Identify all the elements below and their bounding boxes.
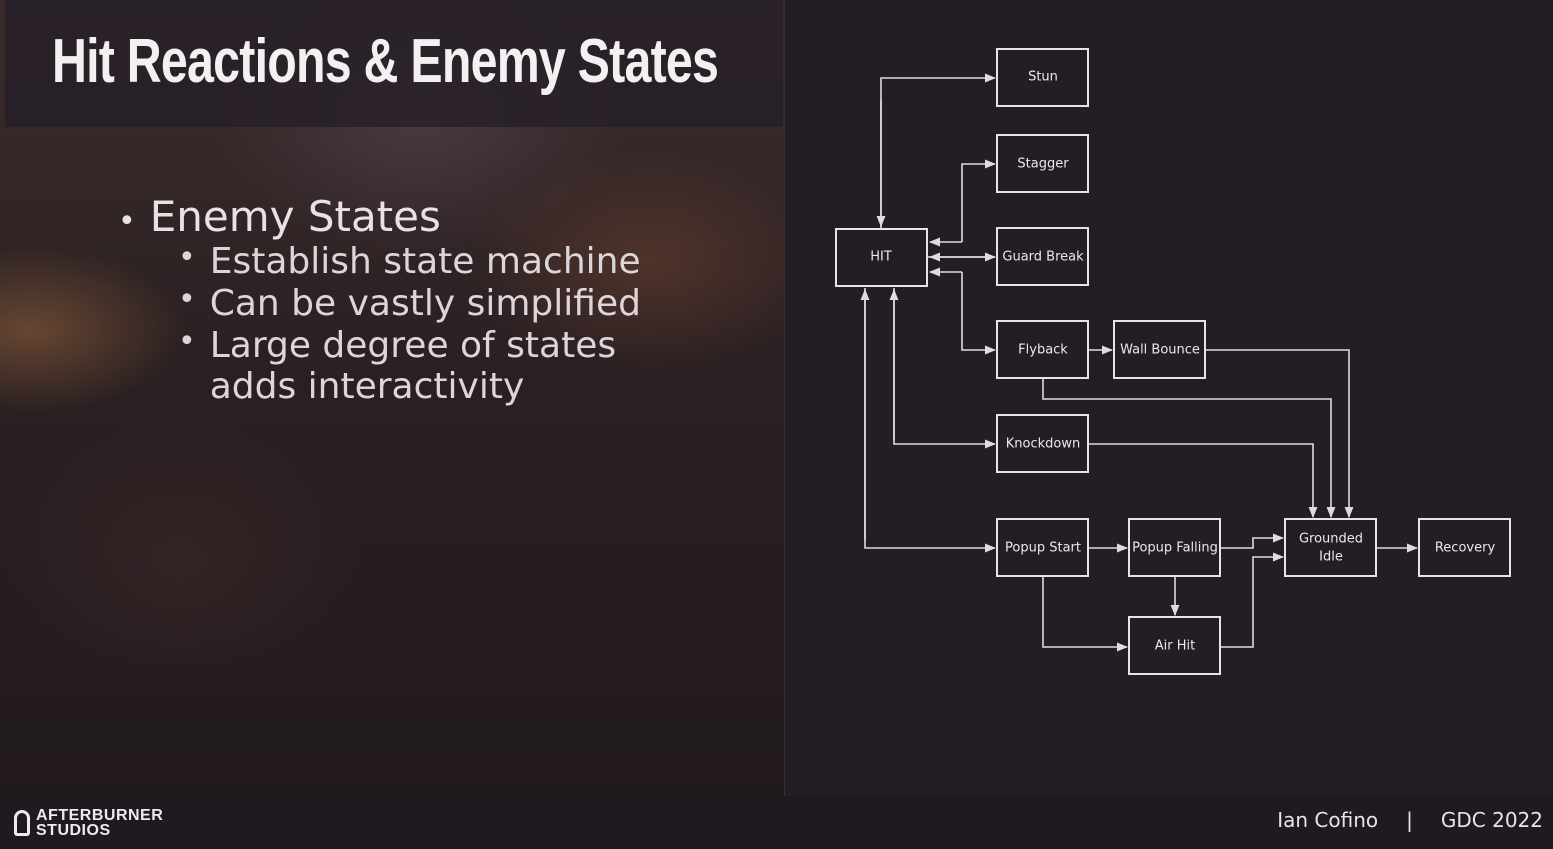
sub-bullet-text: Can be vastly simplified <box>209 282 641 324</box>
edge-hit-flyback <box>961 272 997 355</box>
bullet-main: • Enemy States <box>118 192 670 241</box>
footer-credits: Ian Cofino | GDC 2022 <box>1277 808 1543 832</box>
slide-left-panel: Hit Reactions & Enemy States • Enemy Sta… <box>0 0 784 796</box>
node-guard-break: Guard Break <box>996 227 1089 286</box>
edge-hit-popupstart <box>864 288 997 553</box>
node-air-hit: Air Hit <box>1128 616 1221 675</box>
sub-bullet: • Can be vastly simplified <box>178 281 670 325</box>
logo-text: AFTERBURNER STUDIOS <box>36 807 164 839</box>
node-flyback-label: Flyback <box>1018 343 1068 358</box>
node-popup-falling: Popup Falling <box>1128 518 1221 577</box>
slide-title: Hit Reactions & Enemy States <box>52 27 719 96</box>
node-popup-start-label: Popup Start <box>1005 541 1081 556</box>
node-popup-falling-label: Popup Falling <box>1132 541 1218 556</box>
edge-airhit-grounded <box>1221 552 1285 648</box>
edge-hit-stun <box>880 73 997 229</box>
sub-bullet: • Large degree of states adds interactiv… <box>178 323 670 409</box>
edge-hit-knockdown <box>893 288 997 449</box>
node-flyback: Flyback <box>996 320 1089 379</box>
footer-separator: | <box>1406 808 1413 832</box>
node-wall-bounce: Wall Bounce <box>1113 320 1206 379</box>
edge-popupfalling-grounded <box>1221 533 1285 549</box>
bullet-main-text: Enemy States <box>149 192 441 241</box>
node-grounded-idle-label-line2: Idle <box>1319 550 1343 565</box>
sub-bullet-text: Establish state machine <box>209 241 641 282</box>
diagram-panel <box>784 0 1553 796</box>
node-grounded-idle-label-line1: Grounded <box>1299 532 1363 547</box>
edge-wallbounce-grounded <box>1206 349 1354 519</box>
node-grounded-idle: Grounded Idle <box>1284 518 1377 577</box>
node-stun: Stun <box>996 48 1089 107</box>
edge-hit-stagger <box>961 159 997 242</box>
node-knockdown-label: Knockdown <box>1006 437 1080 452</box>
afterburner-logo: AFTERBURNER STUDIOS <box>14 807 164 839</box>
bullet-dot: • <box>178 240 196 275</box>
node-knockdown: Knockdown <box>996 414 1089 473</box>
logo-line2: STUDIOS <box>36 822 111 839</box>
bullet-dot: • <box>178 281 196 317</box>
sub-bullet-text: Large degree of states adds interactivit… <box>209 324 617 408</box>
node-stun-label: Stun <box>1028 70 1058 85</box>
node-guard-break-label: Guard Break <box>1002 250 1084 265</box>
node-recovery: Recovery <box>1418 518 1511 577</box>
node-stagger-label: Stagger <box>1017 157 1069 172</box>
bullet-list: • Enemy States • Establish state machine… <box>118 192 670 408</box>
logo-line1: AFTERBURNER <box>36 807 164 824</box>
title-bar <box>5 0 783 127</box>
node-hit-label: HIT <box>870 250 892 265</box>
node-air-hit-label: Air Hit <box>1155 639 1195 654</box>
node-wall-bounce-label: Wall Bounce <box>1120 343 1200 358</box>
edge-knockdown-grounded <box>1089 443 1318 519</box>
event-name: GDC 2022 <box>1440 808 1543 832</box>
node-recovery-label: Recovery <box>1435 541 1496 556</box>
state-machine-diagram: HIT Stun Stagger Guard Break Flyback Wal… <box>835 48 1511 675</box>
node-hit: HIT <box>835 228 928 287</box>
node-popup-start: Popup Start <box>996 518 1089 577</box>
presenter-name: Ian Cofino <box>1277 808 1379 832</box>
bullet-dot: • <box>178 323 196 359</box>
bullet-dot: • <box>118 204 136 239</box>
sub-bullet: • Establish state machine <box>178 240 670 283</box>
footer-bar <box>0 796 1553 849</box>
flame-logo-icon <box>14 810 30 836</box>
edge-flyback-grounded <box>1042 379 1336 519</box>
edge-popupstart-airhit <box>1042 577 1129 652</box>
node-stagger: Stagger <box>996 134 1089 193</box>
